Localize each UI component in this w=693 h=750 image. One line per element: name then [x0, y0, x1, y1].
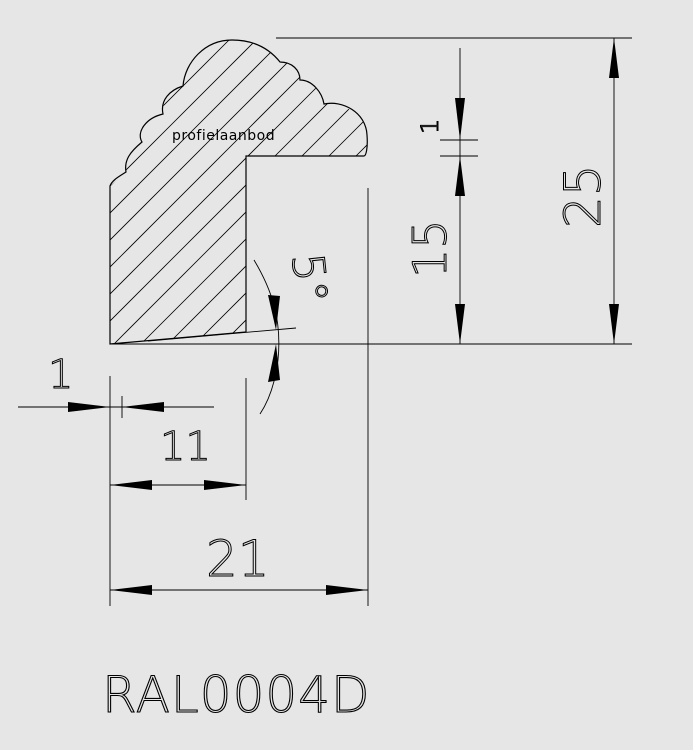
- hatch-line: [110, 40, 196, 344]
- frame-profile-outline: [109, 39, 368, 345]
- hatch-line: [110, 40, 169, 344]
- hatch-line: [618, 20, 693, 380]
- arrow-head: [110, 585, 152, 595]
- product-code: RAL0004D: [102, 666, 371, 724]
- arrow-head: [455, 156, 465, 196]
- hatch-line: [672, 20, 693, 380]
- dim-overall-height: 25: [554, 164, 612, 228]
- hatch-line: [110, 40, 368, 344]
- arrow-head: [204, 480, 246, 490]
- arrow-head: [609, 38, 619, 78]
- hatch-line: [347, 40, 368, 344]
- arrow-head: [122, 402, 164, 412]
- arrow-head: [455, 98, 465, 140]
- hatch-line: [375, 20, 693, 380]
- hatch-line: [110, 40, 358, 344]
- hatch-line: [110, 40, 331, 344]
- dim-angle: 5°: [281, 251, 337, 306]
- hatch-line: [0, 20, 87, 380]
- hatch-line: [645, 20, 693, 380]
- angle-arc: [253, 259, 280, 415]
- dim-overall-width: 21: [206, 530, 270, 588]
- arrow-head: [609, 304, 619, 344]
- arrow-head: [268, 344, 280, 382]
- hatch-line: [110, 40, 250, 344]
- hatch-line: [110, 40, 368, 344]
- hatch-line: [239, 40, 368, 344]
- arrow-head: [68, 402, 110, 412]
- hatch-line: [0, 20, 60, 380]
- hatch-line: [110, 40, 277, 344]
- arrow-head: [110, 480, 152, 490]
- hatch-line: [158, 40, 368, 344]
- dim-rebate-width: 11: [160, 424, 211, 470]
- dim-bottom-offset: 1: [48, 352, 73, 398]
- hatch-line: [110, 40, 368, 344]
- arrow-head: [268, 295, 280, 330]
- hatch-line: [110, 40, 304, 344]
- hatch-line: [212, 40, 368, 344]
- angle-line: [147, 327, 297, 342]
- hatch-line: [185, 40, 368, 344]
- arrow-head: [326, 585, 368, 595]
- hatch-line: [110, 40, 142, 344]
- hatch-line: [110, 40, 115, 344]
- dim-lip: 1: [416, 119, 444, 134]
- arrow-head: [455, 304, 465, 344]
- brand-label: profielaanbod: [172, 128, 275, 144]
- hatch-line: [110, 40, 223, 344]
- hatch-line: [320, 40, 368, 344]
- hatch-line: [402, 20, 693, 380]
- dim-rebate-depth: 15: [403, 219, 457, 278]
- hatch-line: [110, 40, 368, 344]
